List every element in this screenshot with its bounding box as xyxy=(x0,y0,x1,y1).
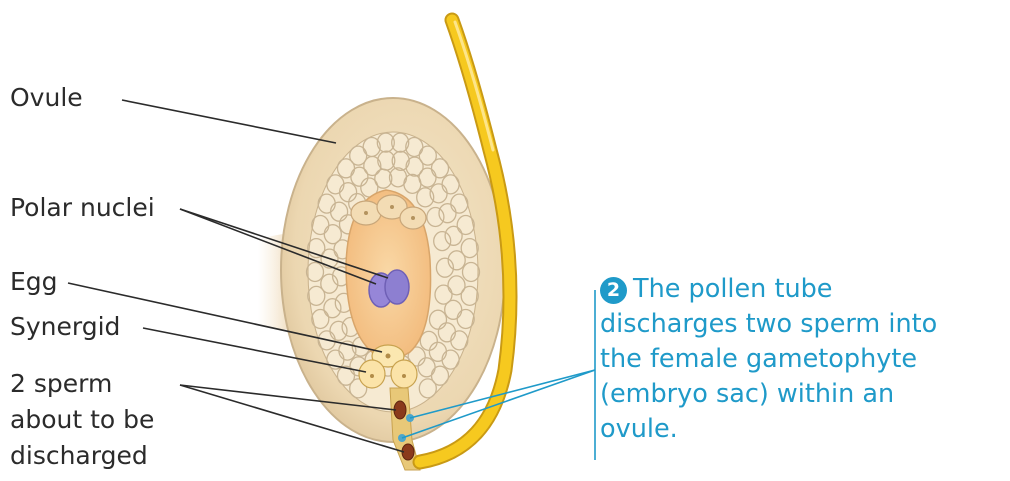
step-number-badge: 2 xyxy=(600,277,627,304)
label-sperm-line1: 2 sperm xyxy=(10,368,112,400)
leader-ovule xyxy=(122,100,336,143)
caption-line-2: discharges two sperm into xyxy=(600,307,1005,342)
label-polar-nuclei: Polar nuclei xyxy=(10,192,155,224)
label-synergid: Synergid xyxy=(10,311,120,343)
label-ovule: Ovule xyxy=(10,82,83,114)
polar-nuclei xyxy=(369,270,409,307)
pollen-tube-highlight xyxy=(455,22,493,150)
caption-line-5: ovule. xyxy=(600,412,1005,447)
caption-line-3: the female gametophyte xyxy=(600,342,1005,377)
caption-text-1: The pollen tube xyxy=(633,274,832,304)
label-sperm-line2: about to be xyxy=(10,404,154,436)
caption-line-4: (embryo sac) within an xyxy=(600,377,1005,412)
label-sperm-line3: discharged xyxy=(10,440,148,472)
label-egg: Egg xyxy=(10,266,58,298)
